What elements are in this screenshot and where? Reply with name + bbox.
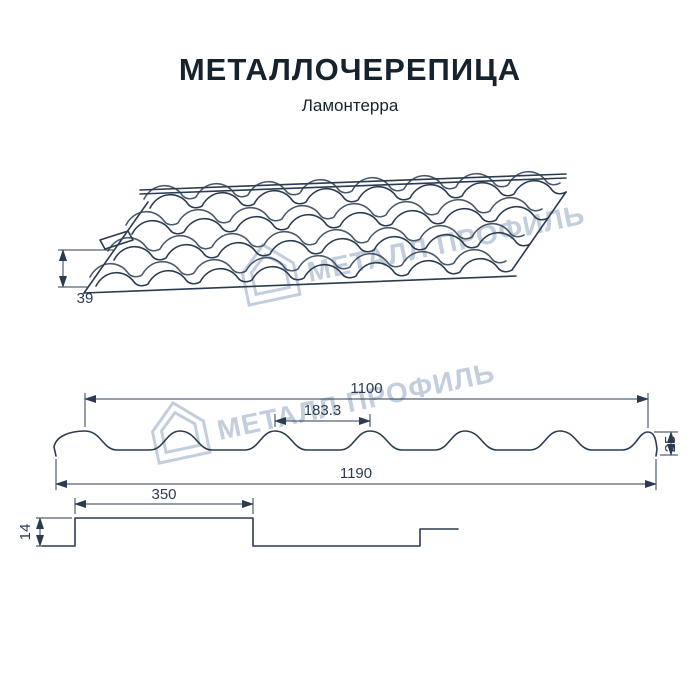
dimension-183 xyxy=(274,414,371,427)
dimension-1100 xyxy=(84,393,649,428)
page-title: МЕТАЛЛОЧЕРЕПИЦА xyxy=(178,52,522,87)
dim-label-wave-pitch: 183.3 xyxy=(303,402,342,419)
step-profile-line xyxy=(41,517,459,547)
dim-label-step-height: 14 xyxy=(17,523,34,541)
watermark-text: МЕТАЛЛ ПРОФИЛЬ xyxy=(214,357,497,446)
dim-label-module-length: 350 xyxy=(151,486,177,503)
dimension-1190 xyxy=(55,459,657,490)
dim-label-eaves-height: 39 xyxy=(76,290,94,307)
dimension-39 xyxy=(58,249,114,288)
dimension-350 xyxy=(74,498,254,514)
page-subtitle: Ламонтерра xyxy=(301,96,399,115)
tile-row xyxy=(95,257,513,287)
profile-curve xyxy=(53,430,658,457)
mounting-tab xyxy=(99,230,134,250)
cross-section-view xyxy=(53,393,678,490)
ridge-line xyxy=(139,177,567,195)
dim-label-profile-height: 25 xyxy=(662,435,679,453)
brand-logo-house-icon xyxy=(150,400,212,465)
dim-label-full-width: 1190 xyxy=(339,465,373,482)
dim-label-cover-width: 1100 xyxy=(350,380,383,397)
perspective-view xyxy=(58,170,567,294)
module-section-view xyxy=(36,498,459,547)
tile-row xyxy=(149,179,567,209)
ridge-line xyxy=(139,173,567,191)
sheet-left-edge xyxy=(83,201,149,294)
tile-row xyxy=(131,205,549,235)
dimension-25 xyxy=(654,431,678,456)
watermark-text: МЕТАЛЛ ПРОФИЛЬ xyxy=(304,199,587,288)
sheet-bottom-edge xyxy=(83,275,517,294)
brand-logo-house-icon xyxy=(240,242,302,307)
sheet-right-edge xyxy=(511,191,567,271)
dimension-14 xyxy=(36,517,72,547)
tile-row xyxy=(113,231,531,261)
